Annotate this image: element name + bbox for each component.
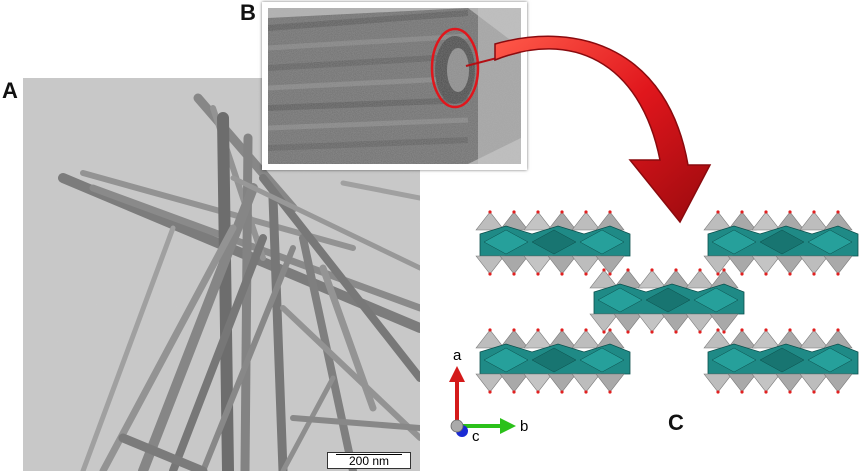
ribbon-top-right [703,209,859,277]
hrtem-image [268,8,521,164]
axis-label-a: a [453,347,462,364]
highlight-ellipse [430,27,480,109]
hrtem-inset [262,2,527,170]
axis-triad: a b c [449,347,528,445]
ribbon-center [589,267,745,335]
scale-bar-line [336,454,402,455]
scale-bar: 200 nm [327,452,411,469]
panel-label-b: B [240,0,256,25]
panel-label-a: A [2,78,18,103]
ribbon-top-left [475,209,631,277]
ribbon-bottom-left [475,327,631,395]
scale-bar-label: 200 nm [348,454,390,468]
axis-label-b: b [520,418,528,435]
axis-label-c: c [472,428,480,445]
panel-label-c: C [668,410,684,435]
curved-arrow [494,35,712,224]
ribbon-bottom-right [703,327,859,395]
crystal-structure-diagram: a b c [449,209,859,445]
tem-image-fibers [23,78,420,471]
